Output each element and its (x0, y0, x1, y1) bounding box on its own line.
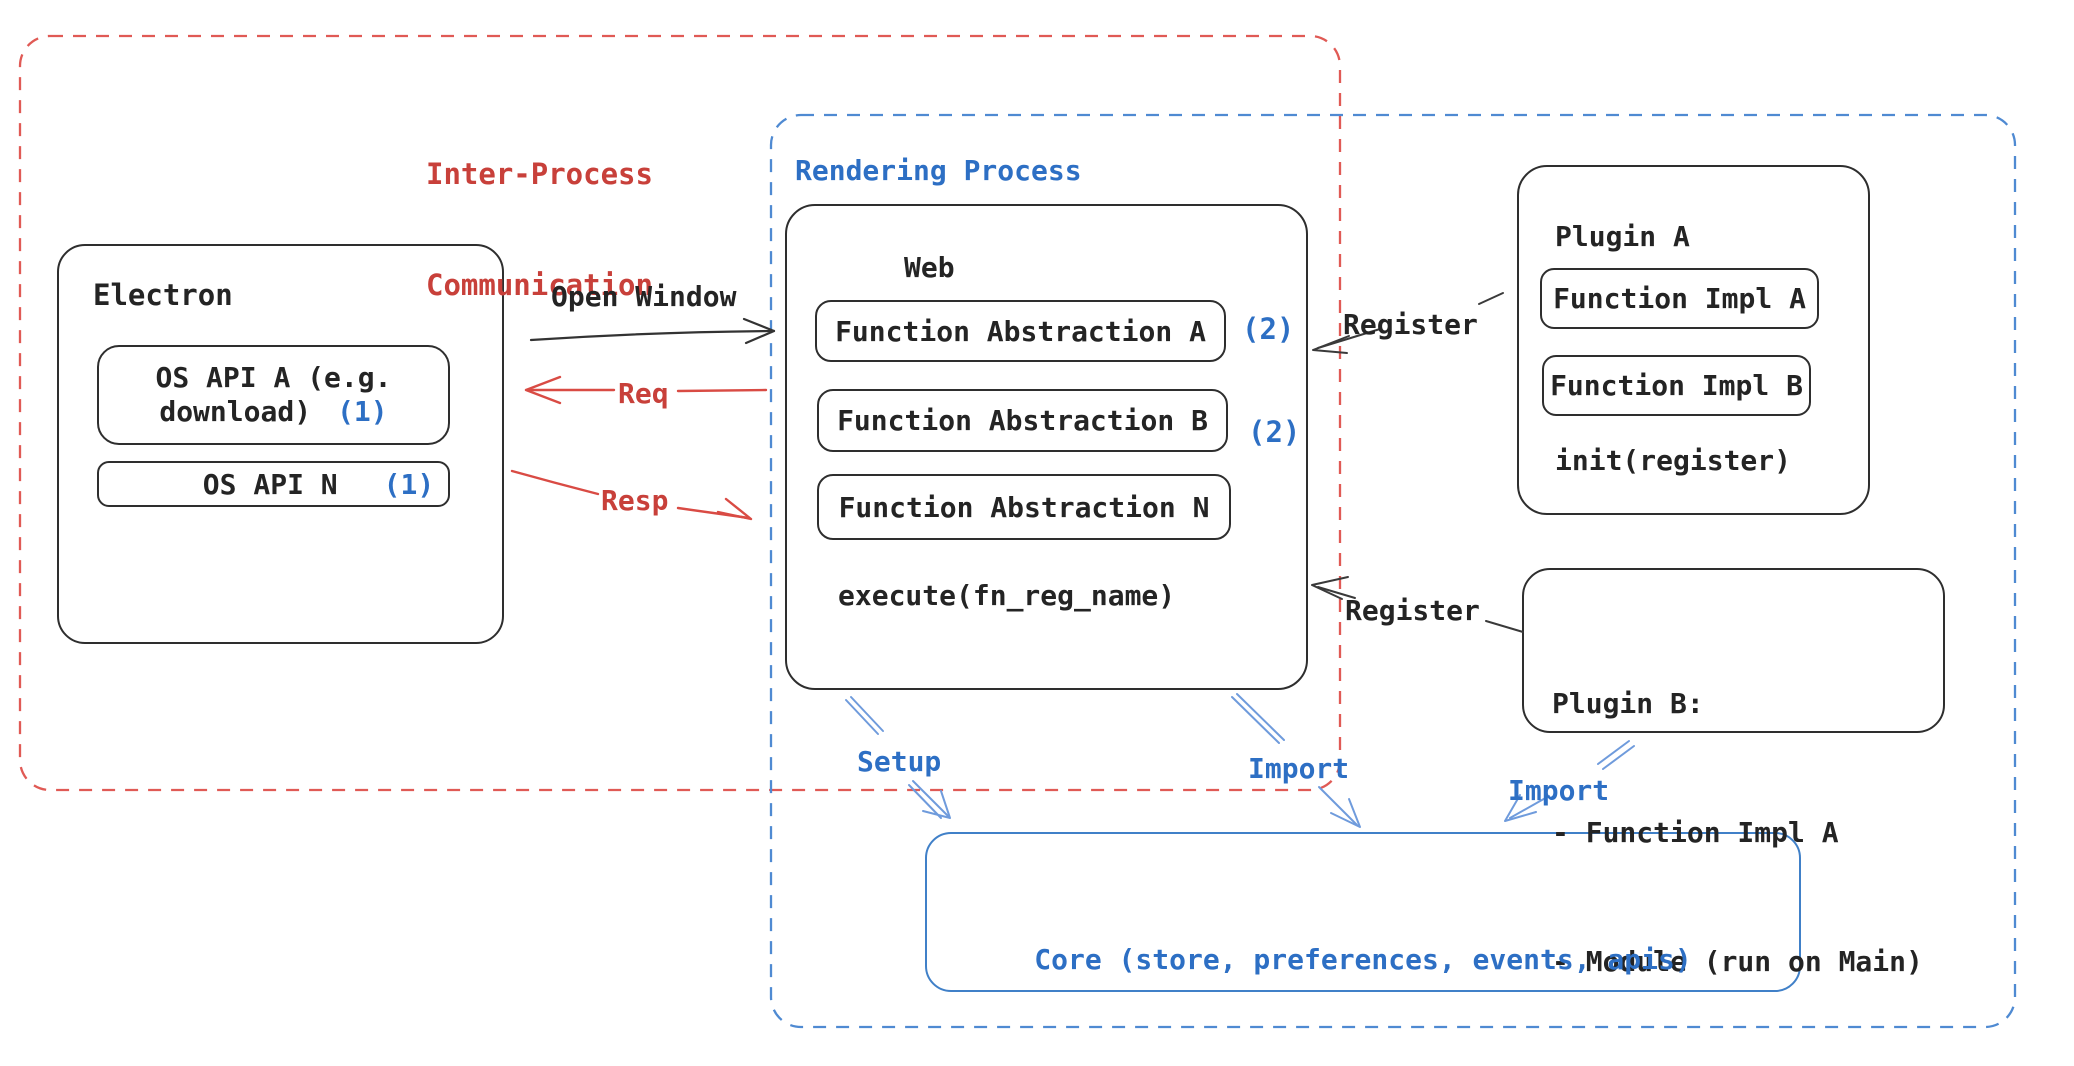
open-window-label: Open Window (551, 280, 737, 313)
os-api-n-label: OS API N (202, 467, 338, 501)
electron-title: Electron (93, 278, 233, 312)
register-bottom-label: Register (1345, 594, 1480, 627)
function-abstraction-b-marker: (2) (1248, 415, 1301, 449)
rendering-region-label: Rendering Process (795, 154, 1082, 187)
function-impl-a-label: Function Impl A (1553, 282, 1806, 315)
ipc-region-label: Inter-Process Communication (426, 82, 653, 378)
os-api-n-box: OS API N (1) (97, 461, 450, 507)
import-mid-label: Import (1248, 752, 1350, 785)
plugin-b-line2: - Function Impl A (1552, 816, 1839, 849)
function-abstraction-n-box: Function Abstraction N (817, 474, 1231, 540)
function-abstraction-a-marker: (2) (1242, 312, 1295, 346)
function-abstraction-n-label: Function Abstraction N (838, 490, 1210, 524)
os-api-a-marker: (1) (337, 395, 388, 428)
import-right-label: Import (1508, 774, 1610, 807)
plugin-b-line1: Plugin B: (1552, 687, 1704, 720)
execute-label: execute(fn_reg_name) (838, 579, 1176, 612)
function-impl-b-box: Function Impl B (1542, 355, 1811, 416)
os-api-a-line1: OS API A (e.g. (155, 361, 392, 394)
function-abstraction-a-box: Function Abstraction A (815, 300, 1226, 362)
web-title: Web (904, 251, 955, 284)
os-api-n-marker: (1) (383, 467, 435, 501)
setup-label: Setup (857, 745, 942, 778)
os-api-a-box: OS API A (e.g. download) (1) (97, 345, 450, 445)
resp-label: Resp (601, 484, 669, 517)
ipc-label-line1: Inter-Process (426, 157, 653, 191)
function-abstraction-b-box: Function Abstraction B (817, 389, 1228, 452)
register-top-label: Register (1343, 308, 1478, 341)
init-register-label: init(register) (1555, 444, 1792, 477)
req-label: Req (618, 377, 669, 410)
function-abstraction-b-label: Function Abstraction B (837, 404, 1208, 437)
function-impl-b-label: Function Impl B (1550, 369, 1803, 402)
function-abstraction-a-label: Function Abstraction A (835, 314, 1206, 348)
os-api-a-line2: download) (159, 395, 312, 428)
plugin-a-title: Plugin A (1555, 220, 1690, 253)
function-impl-a-box: Function Impl A (1540, 268, 1819, 329)
core-line1: Core (store, preferences, events, apis) (1034, 943, 1692, 976)
core-text: Core (store, preferences, events, apis) … (925, 850, 1801, 1066)
